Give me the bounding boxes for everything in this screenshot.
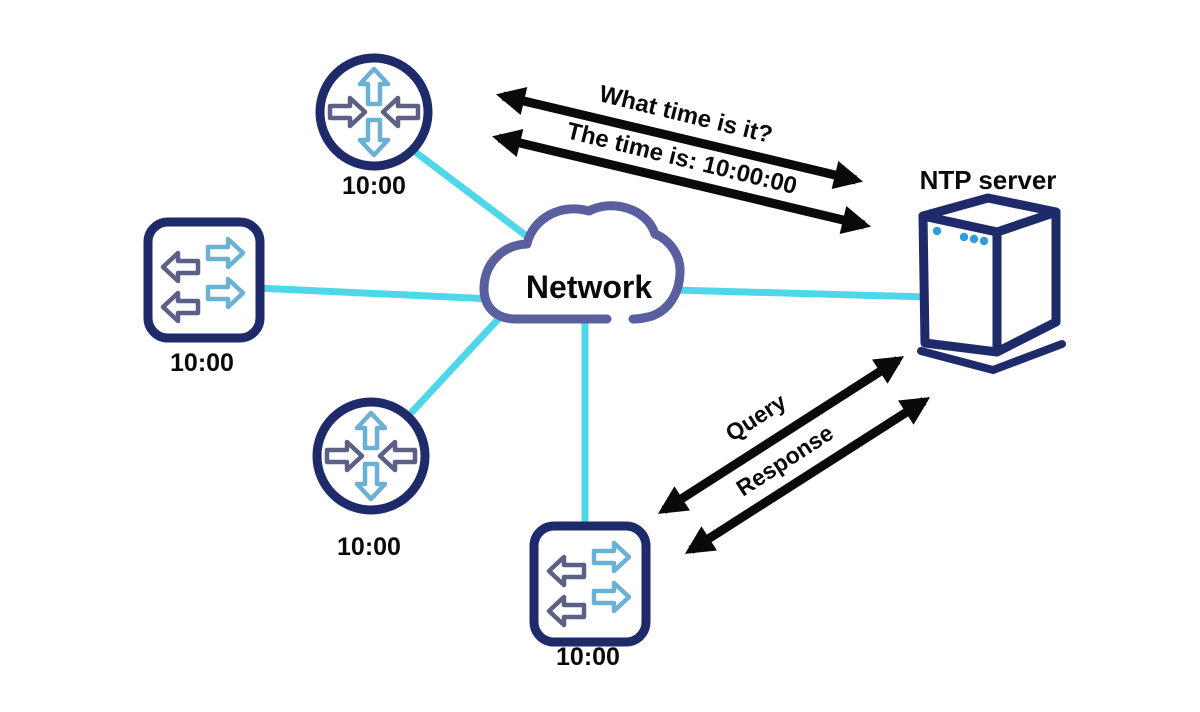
switch-square <box>529 521 651 647</box>
router-arrow-down-icon <box>357 117 391 158</box>
link-router-top-cloud <box>406 144 549 254</box>
arrow-response <box>684 397 931 554</box>
link-switch-left-cloud <box>252 284 519 304</box>
router-middle-clock: 10:00 <box>337 533 401 561</box>
router-top-clock: 10:00 <box>342 172 406 200</box>
router-arrow-down-icon <box>354 461 388 502</box>
server-led-icon <box>979 236 989 246</box>
device-router-middle <box>312 397 430 515</box>
switch-arrow-left-bottom-icon <box>160 290 201 324</box>
server-led-icon <box>932 226 942 236</box>
router-arrow-left-icon <box>380 95 421 129</box>
device-switch-bottom <box>529 521 651 647</box>
switch-bottom-clock: 10:00 <box>556 643 620 671</box>
router-arrow-up-icon <box>354 410 388 451</box>
switch-arrow-left-bottom-icon <box>546 594 587 628</box>
switch-arrow-left-top-icon <box>160 250 201 284</box>
switch-arrow-left-top-icon <box>546 554 587 588</box>
server-led-icon <box>959 232 969 242</box>
router-arrow-up-icon <box>357 66 391 107</box>
router-circle <box>312 397 430 515</box>
switch-square <box>143 217 265 343</box>
switch-arrow-right-bottom-icon <box>205 276 246 310</box>
router-circle <box>315 53 433 171</box>
arrow-time-is <box>491 129 872 234</box>
server-base <box>917 340 1066 374</box>
ntp-server: NTP server <box>917 165 1066 374</box>
server-label: NTP server <box>920 165 1057 195</box>
network-cloud: Network <box>479 201 685 324</box>
switch-arrow-right-bottom-icon <box>591 580 632 614</box>
router-arrow-right-icon <box>327 95 368 129</box>
server-led-icon <box>969 234 979 244</box>
router-arrow-left-icon <box>377 439 418 473</box>
ntp-message-arrows: What time is it? The time is: 10:00:00 <box>491 80 872 234</box>
switch-left-clock: 10:00 <box>170 349 234 377</box>
link-cloud-server <box>670 286 932 301</box>
device-router-top <box>315 53 433 171</box>
cloud-label: Network <box>526 269 652 305</box>
router-arrow-right-icon <box>324 439 365 473</box>
server-front-face <box>918 211 1002 357</box>
link-cloud-router-middle <box>408 311 506 416</box>
switch-arrow-right-top-icon <box>205 236 246 270</box>
query-response-arrows: Query Response <box>657 356 931 554</box>
switch-arrow-right-top-icon <box>591 540 632 574</box>
device-switch-left <box>143 217 265 343</box>
